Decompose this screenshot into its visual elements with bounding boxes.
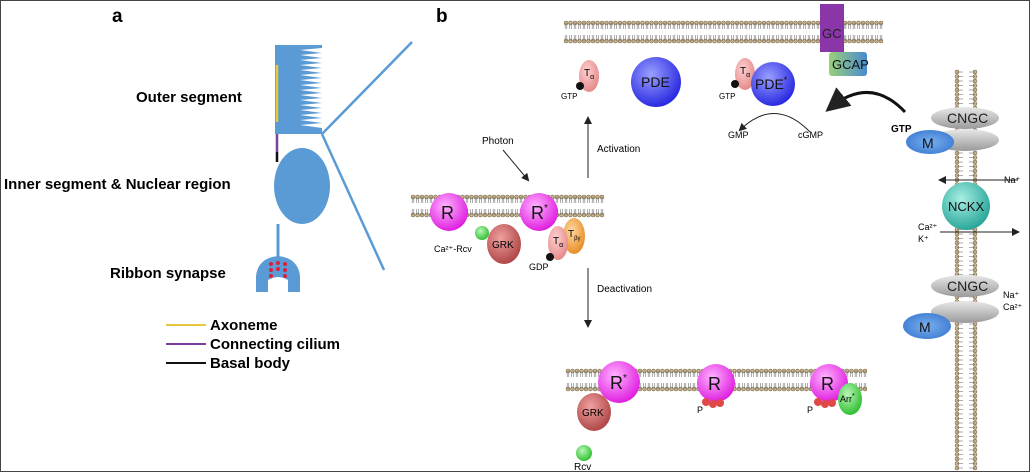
panel-b-label: b [436, 6, 448, 27]
p1-label: P [697, 405, 703, 415]
t-alpha-label: Tα [553, 236, 563, 249]
pde-label: PDE [641, 74, 670, 90]
rhodopsin-arrestin [810, 364, 848, 402]
photon-label: Photon [482, 136, 514, 147]
recoverin-dot [475, 226, 489, 240]
nckx-exchanger [942, 182, 990, 230]
inner-segment-shape [274, 148, 330, 224]
synapse-shape [256, 256, 300, 292]
rhodopsin-r [430, 193, 468, 231]
zoom-line-top [321, 41, 413, 135]
pde-star-protein [751, 62, 795, 106]
panel-a-label: a [112, 6, 123, 27]
gtp-mid-label: GTP [719, 92, 735, 101]
phosphates-2 [814, 398, 836, 408]
grk-middle [487, 224, 521, 264]
inner-segment-label: Inner segment & Nuclear region [4, 176, 231, 193]
m-top-label: M [922, 135, 934, 151]
gc-protein [820, 4, 844, 52]
rhodopsin-phosphorylated [697, 364, 735, 402]
r-phos-label: R [708, 374, 721, 394]
ribbons [269, 261, 287, 278]
grk-bottom-label: GRK [582, 408, 604, 419]
outer-segment-shape [275, 45, 322, 134]
cngc-channel-bottom-lower [931, 301, 999, 323]
transducin-alpha-top-left [579, 60, 599, 92]
t-left-label: Tα [584, 68, 594, 81]
pde-star-label: PDE* [755, 75, 788, 92]
phosphates-1 [702, 398, 724, 408]
gtp-left-label: GTP [561, 92, 577, 101]
rhodopsin-r-star [520, 193, 558, 231]
gcap-protein [829, 52, 867, 76]
legend: Axoneme Connecting cilium Basal body [166, 317, 340, 372]
cgmp-to-gmp-arrow [738, 113, 811, 133]
r-star-label: R* [531, 203, 548, 223]
photon-arrow [502, 149, 530, 182]
cngc-bottom-label: CNGC [947, 278, 988, 294]
gdp-dot [546, 253, 554, 261]
cngc-channel-bottom [931, 275, 999, 297]
m-protein-top [906, 130, 954, 154]
k-nckx-label: K⁺ [918, 234, 929, 244]
arr-label: Arr* [840, 393, 855, 404]
ca-nckx-label: Ca²⁺ [918, 222, 938, 232]
arrestin-protein [838, 383, 862, 415]
m-protein-bottom [903, 313, 951, 339]
zoom-line-bottom [320, 133, 386, 271]
p2-label: P [807, 405, 813, 415]
transducin-alpha-top-mid [735, 58, 755, 90]
na-bottom-label: Na⁺ [1003, 290, 1020, 300]
outer-segment-label: Outer segment [136, 89, 242, 106]
legend-axoneme: Axoneme [210, 317, 278, 334]
rcv-label: Rcv [574, 462, 591, 473]
t-by-label: Tβγ [568, 229, 581, 242]
gcap-label: GCAP [832, 57, 869, 72]
m-bottom-label: M [919, 319, 931, 335]
gtp-dot-left [576, 82, 584, 90]
gtp-dot-mid [731, 80, 739, 88]
gc-feedback-arrow [825, 87, 907, 114]
grk-middle-label: GRK [492, 240, 514, 251]
gtp-right-label: GTP [891, 124, 912, 135]
ca-bottom-label: Ca²⁺ [1003, 302, 1023, 312]
recoverin-free [576, 445, 592, 461]
cngc-channel-top [931, 107, 999, 129]
legend-connecting-cilium: Connecting cilium [210, 336, 340, 353]
cngc-top-label: CNGC [947, 110, 988, 126]
na-top-label: Na⁺ [1004, 175, 1021, 185]
transducin-beta-gamma [563, 218, 585, 254]
transducin-alpha-middle [548, 226, 568, 260]
cgmp-label: cGMP [798, 130, 823, 140]
activation-label: Activation [597, 144, 640, 155]
r-arr-label: R [821, 374, 834, 394]
ca-rcv-label: Ca²⁺-Rcv [434, 244, 472, 254]
grk-bottom [577, 393, 611, 431]
t-mid-label: Tα [740, 66, 750, 79]
gdp-label: GDP [529, 262, 549, 272]
rhodopsin-r-star-bottom [598, 361, 640, 403]
pde-protein [631, 57, 681, 107]
gc-label: GC [822, 26, 842, 41]
ribbon-synapse-label: Ribbon synapse [110, 265, 226, 282]
deactivation-label: Deactivation [597, 284, 652, 295]
gmp-label: GMP [728, 130, 749, 140]
disc-membrane-top [563, 20, 884, 44]
legend-basal-body: Basal body [210, 355, 291, 372]
nckx-label: NCKX [948, 199, 984, 214]
r-star-bottom-label: R* [610, 373, 627, 393]
r-label: R [441, 203, 454, 223]
photoreceptor-cell [256, 41, 413, 292]
